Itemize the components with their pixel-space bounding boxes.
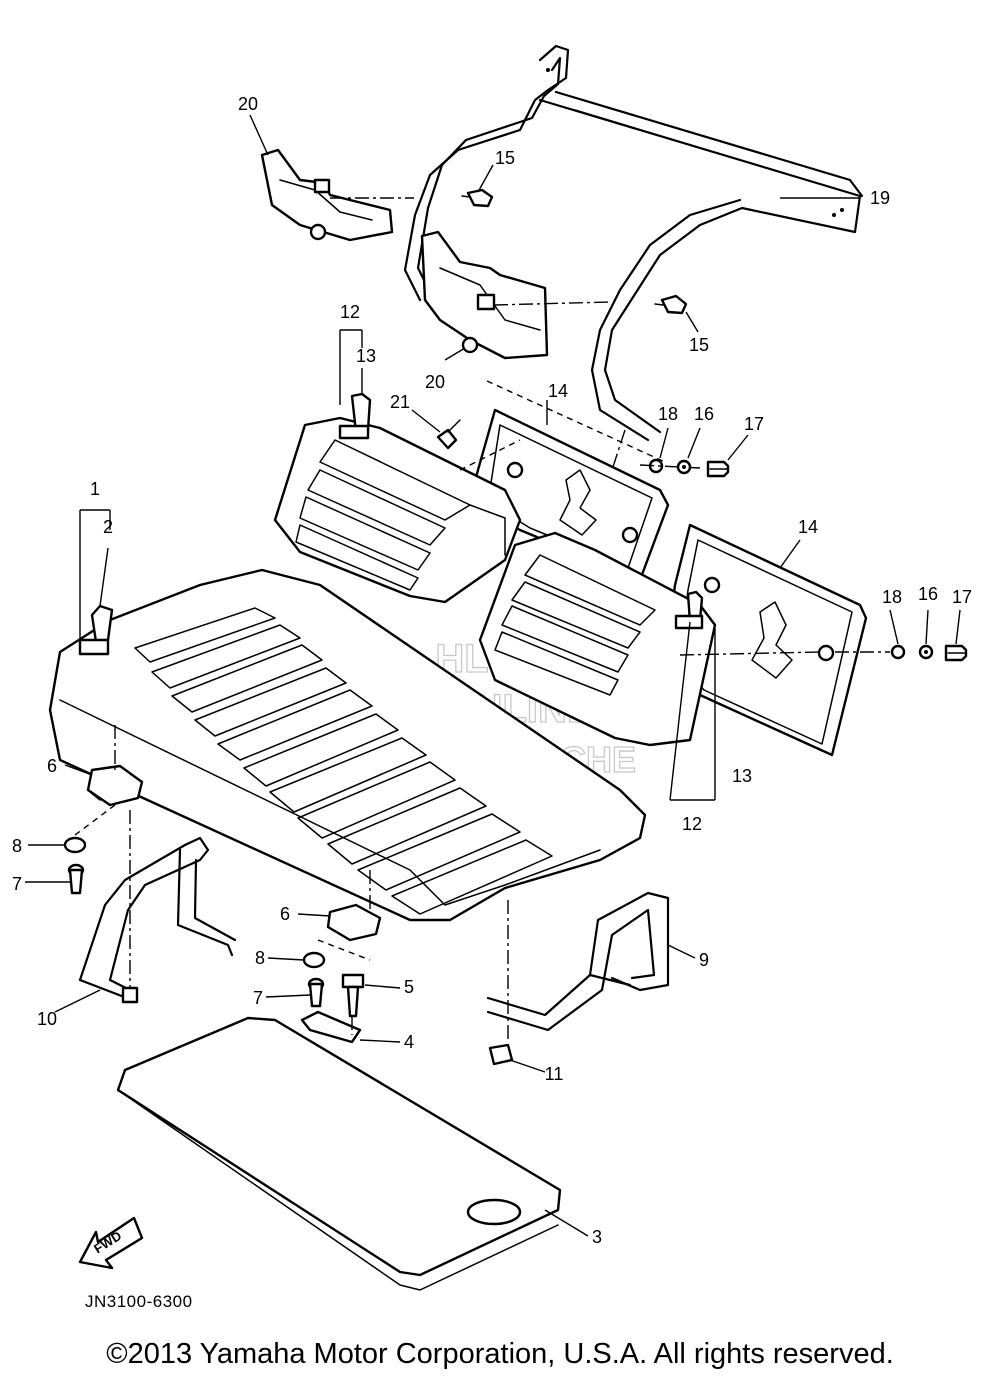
part-15-bolt-lower [654, 294, 688, 315]
callout-17-lower: 17 [952, 587, 972, 607]
callout-18-upper: 18 [658, 404, 678, 424]
part-2-strap-left [78, 604, 114, 656]
copyright-notice: ©2013 Yamaha Motor Corporation, U.S.A. A… [106, 1338, 894, 1370]
callout-13-upper: 13 [356, 346, 376, 366]
part-17-bolt-lower [944, 644, 968, 662]
callout-20-upper: 20 [238, 94, 258, 114]
assembly-lines [74, 197, 890, 1040]
callout-6-right: 6 [280, 904, 290, 924]
part-7-screw-left [67, 863, 85, 895]
backrest-cushion-left [273, 416, 522, 604]
callout-1: 1 [90, 479, 100, 499]
callout-18-lower: 18 [882, 587, 902, 607]
callout-15-upper: 15 [495, 148, 515, 168]
part-21-bolt [436, 419, 461, 450]
callout-2: 2 [103, 517, 113, 537]
part-19-backrest-frame [403, 44, 864, 442]
callout-11: 11 [545, 1064, 564, 1084]
callout-17-upper: 17 [744, 414, 764, 434]
callout-21: 21 [390, 392, 410, 412]
part-4-plate [300, 1010, 362, 1044]
part-16-nut-lower [918, 644, 934, 660]
seat-cushion-bottom [48, 568, 647, 922]
callout-4: 4 [404, 1032, 414, 1052]
callout-14-upper: 14 [548, 381, 568, 401]
callout-6-left: 6 [47, 756, 57, 776]
callout-16-lower: 16 [918, 584, 938, 604]
forward-direction-arrow: FWD [78, 1216, 144, 1270]
callout-19: 19 [870, 188, 890, 208]
callout-8-left: 8 [12, 836, 22, 856]
part-11-grommet [488, 1043, 514, 1066]
part-13-strap-left [338, 392, 372, 440]
part-7-screw-right [307, 977, 325, 1008]
callout-14-lower: 14 [798, 517, 818, 537]
part-20-hinge-bracket-upper [260, 148, 394, 242]
callout-3: 3 [592, 1227, 602, 1247]
callout-16-upper: 16 [694, 404, 714, 424]
part-6-bracket-left [86, 764, 144, 807]
callout-9: 9 [699, 950, 709, 970]
callout-7-left: 7 [12, 874, 22, 894]
leader-lines [25, 114, 961, 1237]
callout-8-right: 8 [255, 948, 265, 968]
callout-12-lower: 12 [682, 814, 702, 834]
part-17-bolt-upper [706, 460, 730, 478]
backrest-cushion-right [478, 531, 717, 747]
callout-5: 5 [404, 977, 414, 997]
callout-10: 10 [37, 1009, 57, 1029]
part-9-seat-frame-right [486, 891, 670, 1032]
callout-20-lower: 20 [425, 372, 445, 392]
part-10-seat-frame-left [78, 836, 237, 1004]
part-6-bracket-right [326, 903, 382, 942]
part-5-bolt [341, 973, 365, 1018]
callout-7-right: 7 [253, 988, 263, 1008]
diagram-reference-code: JN3100-6300 [85, 1292, 193, 1311]
callout-15-lower: 15 [689, 335, 709, 355]
part-14-backrest-panel-left [468, 408, 670, 582]
callout-12-upper: 12 [340, 302, 360, 322]
part-18-washer-lower [890, 644, 906, 660]
callout-numbers: 20 15 19 15 20 12 13 21 14 18 16 17 14 1… [12, 94, 972, 1247]
part-8-spacer-right [302, 951, 326, 969]
part-20-hinge-bracket-lower [420, 230, 549, 360]
callout-13-lower: 13 [732, 766, 752, 786]
part-8-spacer-left [63, 836, 87, 854]
part-3-floor-pad [116, 1016, 562, 1291]
part-15-bolt-upper [461, 188, 494, 208]
